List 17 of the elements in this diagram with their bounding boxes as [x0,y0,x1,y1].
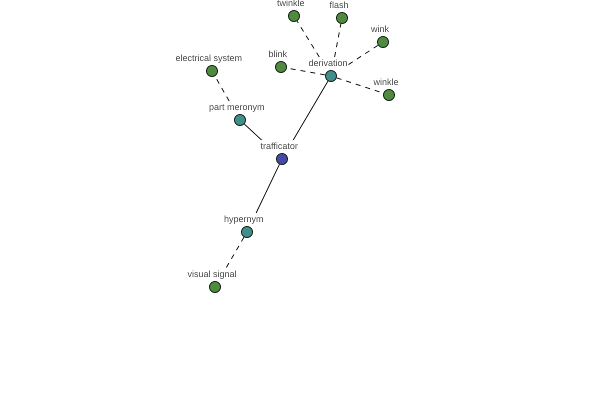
connector-line [244,124,262,140]
node-label: hypernym [224,214,264,225]
node-label: flash [330,0,349,11]
node-label: visual signal [188,269,237,280]
connector-line [348,44,378,66]
node-label: blink [268,49,288,60]
connector-line [226,236,244,268]
connector-line [292,80,328,140]
connector-line [334,23,342,58]
node-label: part meronym [209,102,265,113]
node-label: electrical system [176,53,242,64]
node-label: wink [371,24,390,35]
connector-line [296,20,320,58]
connector-line [256,164,280,214]
node-label: trafficator [260,141,298,152]
node-label: winkle [374,77,399,88]
node-label: derivation [308,58,348,69]
